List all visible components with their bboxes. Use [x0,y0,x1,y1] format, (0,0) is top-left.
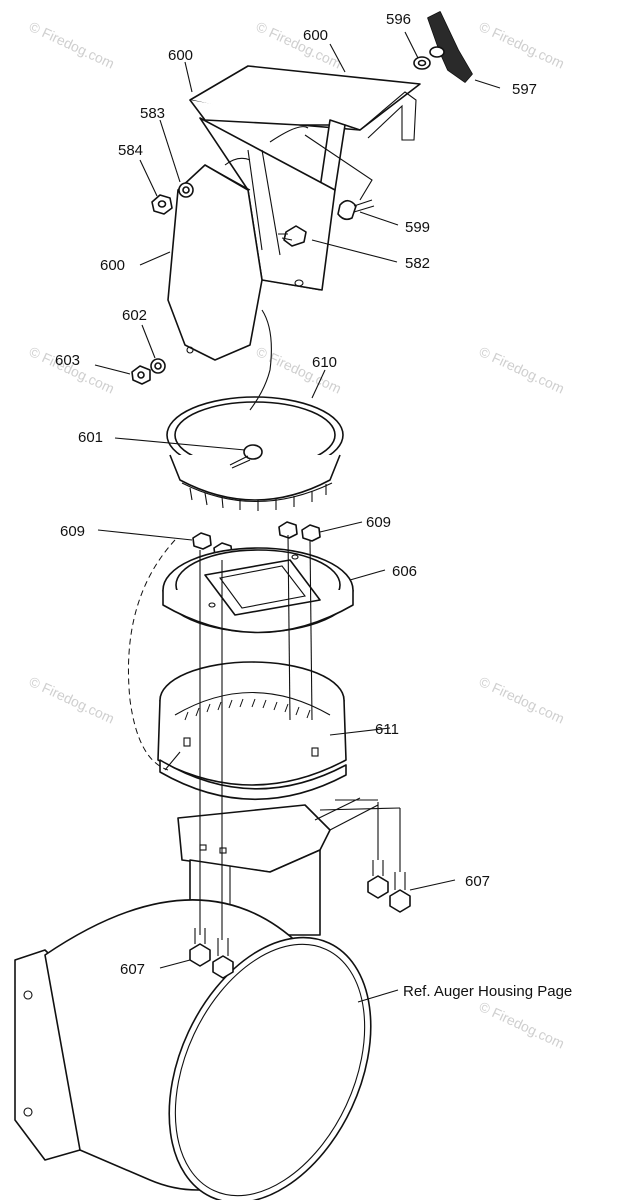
leader-lines [94,31,501,1003]
watermark: © Firedog.com [477,18,567,71]
callout-610: 610 [312,354,337,371]
ring-gear-611 [157,661,347,801]
callout-599: 599 [405,219,430,236]
nut-603 [131,365,151,385]
chute-deflector-600 [167,65,421,361]
bolts-607 [189,860,411,979]
callout-611: 611 [375,721,399,738]
bolt-599 [337,199,375,221]
callout-597: 597 [512,81,537,98]
nut-584 [151,194,173,215]
assembly-guide-lines [127,309,401,940]
bolt-601 [229,444,263,469]
bolt-582 [278,225,307,247]
auger-housing [14,899,372,1200]
washer-602 [150,358,166,374]
knob-597 [427,11,473,83]
watermark: © Firedog.com [27,673,117,726]
washer-596 [413,56,431,70]
callout-600-top: 600 [303,27,328,44]
callout-582: 582 [405,255,430,272]
callout-603: 603 [55,352,80,369]
callout-584: 584 [118,142,143,159]
watermark: © Firedog.com [477,673,567,726]
callout-583: 583 [140,105,165,122]
callout-607-right: 607 [465,873,490,890]
callout-600-top-left: 600 [168,47,193,64]
callout-606: 606 [392,563,417,580]
callout-609-right: 609 [366,514,391,531]
callout-596: 596 [386,11,411,28]
callout-607-left: 607 [120,961,145,978]
ref-auger-housing-label: Ref. Auger Housing Page [403,983,572,1000]
chute-ring-610 [166,396,344,511]
callout-600-left: 600 [100,257,125,274]
callout-labels: 596 597 600 600 583 584 599 582 600 602 … [55,11,572,1000]
watermark: © Firedog.com [477,343,567,396]
callout-601: 601 [78,429,103,446]
washer-583 [178,182,194,198]
rotation-plate-606 [162,547,354,634]
watermark: © Firedog.com [477,998,567,1051]
callout-609-left: 609 [60,523,85,540]
watermark: © Firedog.com [27,18,117,71]
callout-602: 602 [122,307,147,324]
